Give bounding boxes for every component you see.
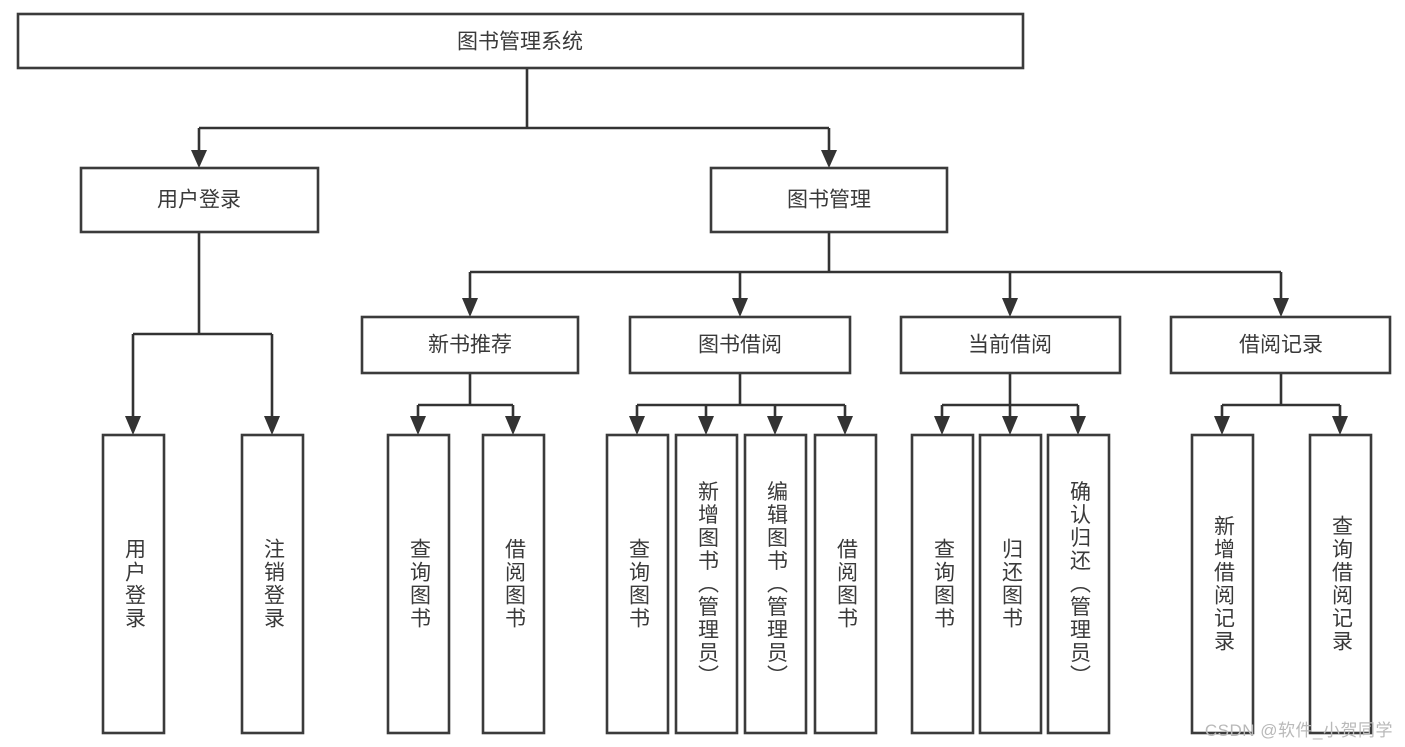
node-user-login-label: 用户登录 [157, 189, 241, 212]
leaf-add-borrow-record-box [1190, 433, 1255, 735]
leaf-query-borrow-record[interactable]: 查询借阅记录 [1308, 433, 1373, 735]
arrow-head-book-borrow [732, 298, 748, 317]
node-root-book-management-system[interactable]: 图书管理系统 [16, 12, 1025, 70]
arrow-head-leaf-confirm-return [1070, 416, 1086, 435]
leaf-user-login-box [101, 433, 166, 735]
arrow-head-leaf-add-book [698, 416, 714, 435]
node-user-login[interactable]: 用户登录 [79, 166, 320, 234]
node-book-management[interactable]: 图书管理 [709, 166, 949, 234]
arrow-head-borrow-record [1273, 298, 1289, 317]
arrow-head-leaf-edit-book [767, 416, 783, 435]
arrow-head-current-borrow [1002, 298, 1018, 317]
arrow-head-leaf-query-book-b [629, 416, 645, 435]
node-borrow-record-box [1169, 315, 1392, 375]
arrow-head-leaf-user-login [125, 416, 141, 435]
leaf-edit-book-admin-box [743, 433, 808, 735]
leaf-borrow-query-book-box [605, 433, 670, 735]
leaf-logout-label: 注销登录 [261, 538, 285, 630]
leaf-borrow-query-book[interactable]: 查询图书 [605, 433, 670, 735]
arrow-head-leaf-logout [264, 416, 280, 435]
node-new-book-recommend-label: 新书推荐 [428, 334, 512, 357]
leaf-user-login[interactable]: 用户登录 [101, 433, 166, 735]
node-root-label: 图书管理系统 [457, 31, 583, 54]
leaf-return-book[interactable]: 归还图书 [978, 433, 1043, 735]
leaf-confirm-return-admin-label: 确认归还（管理员） [1067, 481, 1091, 688]
leaf-confirm-return-admin-box [1046, 433, 1111, 735]
arrow-head-new-book [462, 298, 478, 317]
arrow-head-leaf-borrow-book-a [505, 416, 521, 435]
node-book-borrow-box [628, 315, 852, 375]
node-new-book-recommend[interactable]: 新书推荐 [360, 315, 580, 375]
leaf-new-book-borrow-label: 借阅图书 [502, 538, 526, 630]
leaf-new-book-query[interactable]: 查询图书 [386, 433, 451, 735]
leaf-borrow-query-book-label: 查询图书 [626, 538, 650, 630]
node-root-box [16, 12, 1025, 70]
arrow-head-user-login [191, 150, 207, 168]
arrow-head-leaf-query-record [1332, 416, 1348, 435]
node-borrow-record[interactable]: 借阅记录 [1169, 315, 1392, 375]
node-user-login-box [79, 166, 320, 234]
node-book-borrow[interactable]: 图书借阅 [628, 315, 852, 375]
arrow-head-book-manage [821, 150, 837, 168]
leaf-add-book-admin[interactable]: 新增图书（管理员） [674, 433, 739, 735]
arrow-head-leaf-add-record [1214, 416, 1230, 435]
leaf-add-book-admin-label: 新增图书（管理员） [695, 481, 719, 688]
leaf-current-query-book-box [910, 433, 975, 735]
leaf-new-book-borrow[interactable]: 借阅图书 [481, 433, 546, 735]
node-book-management-label: 图书管理 [787, 189, 871, 212]
leaf-borrow-book-box [813, 433, 878, 735]
node-new-book-recommend-box [360, 315, 580, 375]
node-book-borrow-label: 图书借阅 [698, 334, 782, 357]
leaf-user-login-label: 用户登录 [122, 538, 146, 630]
node-borrow-record-label: 借阅记录 [1239, 334, 1323, 357]
node-book-management-box [709, 166, 949, 234]
leaf-confirm-return-admin[interactable]: 确认归还（管理员） [1046, 433, 1111, 735]
leaf-query-borrow-record-label: 查询借阅记录 [1329, 515, 1353, 653]
node-current-borrow[interactable]: 当前借阅 [899, 315, 1122, 375]
arrow-head-leaf-return-book [1002, 416, 1018, 435]
connector-layer [125, 68, 1348, 435]
leaf-new-book-borrow-box [481, 433, 546, 735]
leaf-edit-book-admin[interactable]: 编辑图书（管理员） [743, 433, 808, 735]
leaf-add-book-admin-box [674, 433, 739, 735]
node-current-borrow-box [899, 315, 1122, 375]
leaf-return-book-box [978, 433, 1043, 735]
leaf-edit-book-admin-label: 编辑图书（管理员） [764, 481, 788, 688]
leaf-current-query-book-label: 查询图书 [931, 538, 955, 630]
leaf-add-borrow-record-label: 新增借阅记录 [1211, 515, 1235, 653]
leaf-logout[interactable]: 注销登录 [240, 433, 305, 735]
leaf-add-borrow-record[interactable]: 新增借阅记录 [1190, 433, 1255, 735]
leaf-new-book-query-box [386, 433, 451, 735]
leaf-borrow-book-label: 借阅图书 [834, 538, 858, 630]
node-current-borrow-label: 当前借阅 [968, 334, 1052, 357]
leaf-new-book-query-label: 查询图书 [407, 538, 431, 630]
leaf-logout-box [240, 433, 305, 735]
leaf-query-borrow-record-box [1308, 433, 1373, 735]
arrow-head-leaf-borrow-book-b [837, 416, 853, 435]
leaf-current-query-book[interactable]: 查询图书 [910, 433, 975, 735]
arrow-head-leaf-query-book-a [410, 416, 426, 435]
leaf-return-book-label: 归还图书 [999, 538, 1023, 630]
leaf-borrow-book[interactable]: 借阅图书 [813, 433, 878, 735]
arrow-head-leaf-query-book-c [934, 416, 950, 435]
